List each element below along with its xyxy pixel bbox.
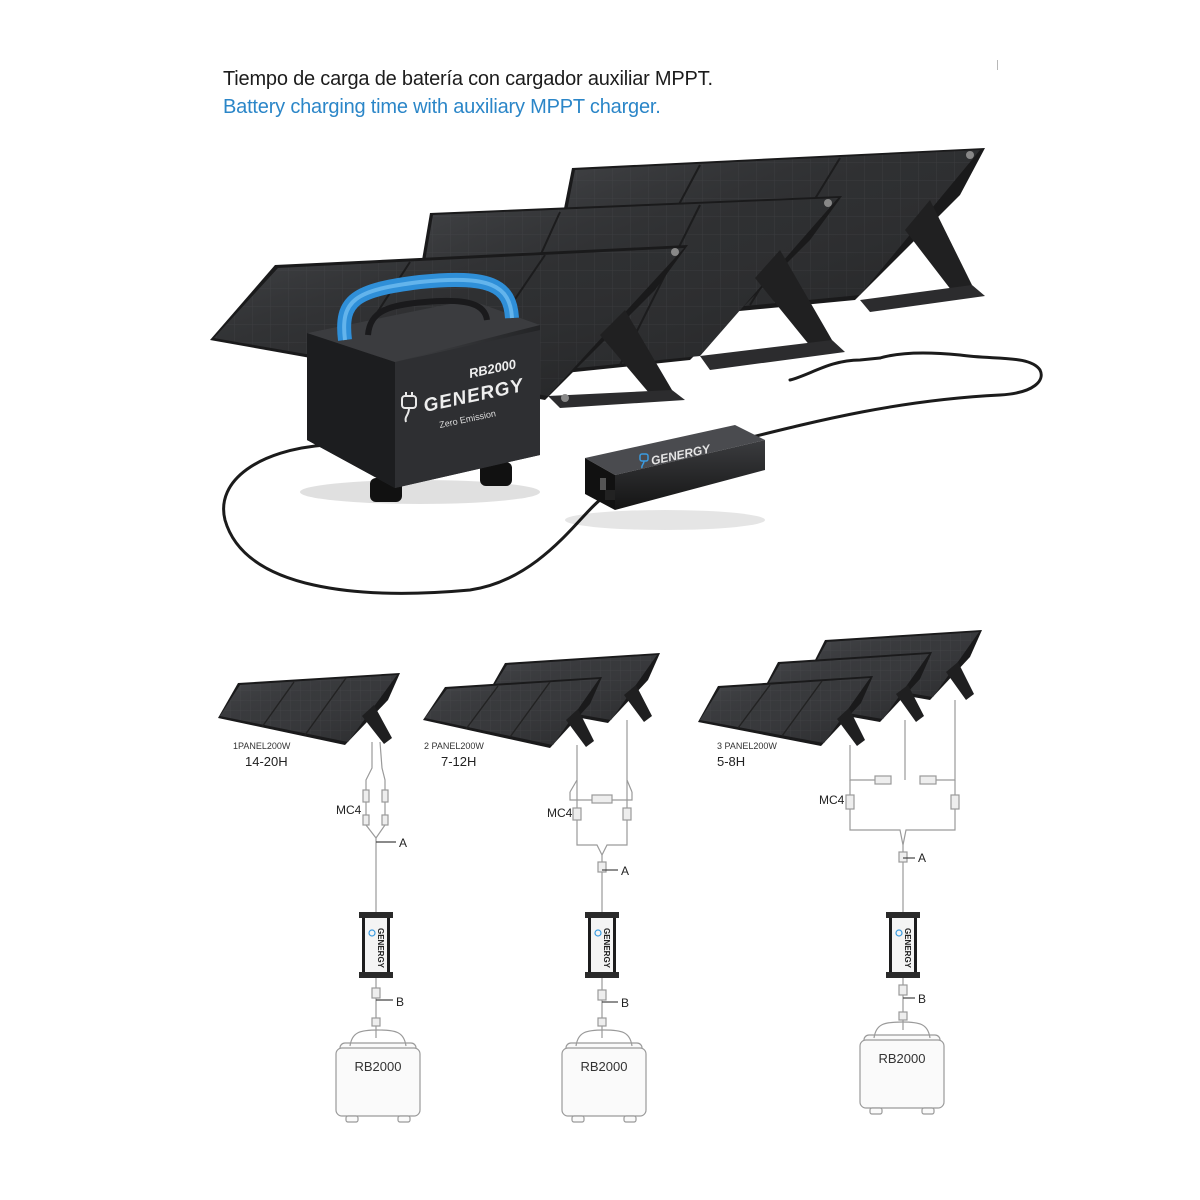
config-2-wiring <box>569 720 633 1038</box>
config-2-station-label: RB2000 <box>580 1059 628 1074</box>
title-spanish: Tiempo de carga de batería con cargador … <box>223 68 713 90</box>
power-station-icon <box>300 272 540 504</box>
controller-brand-small: GENERGY <box>376 928 385 969</box>
plug-logo-icon <box>401 392 417 423</box>
config-1-panel-label: 1PANEL200W <box>233 741 291 751</box>
config-3-station <box>859 1021 945 1115</box>
config-3-controller: GENERGY <box>886 912 920 978</box>
config-2-panels <box>423 653 660 748</box>
config-3-cable-b-label: B <box>918 992 927 1006</box>
config-1-connector-label: MC4 <box>336 803 362 817</box>
config-1-wiring <box>362 741 396 1038</box>
config-2-panel-label: 2 PANEL200W <box>424 741 484 751</box>
config-3-wiring <box>845 700 960 1030</box>
config-2-time: 7-12H <box>441 754 477 769</box>
config-2-connector-label: MC4 <box>547 806 573 820</box>
controller-brand-small: GENERGY <box>903 928 912 969</box>
config-1-station <box>335 1029 421 1123</box>
config-3-station-label: RB2000 <box>878 1051 926 1066</box>
config-3-panel-label: 3 PANEL200W <box>717 741 777 751</box>
config-3-time: 5-8H <box>717 754 746 769</box>
config-3-connector-label: MC4 <box>819 793 845 807</box>
config-2-cable-b-label: B <box>621 996 630 1010</box>
config-1-station-label: RB2000 <box>354 1059 402 1074</box>
config-2-controller: GENERGY <box>585 912 619 978</box>
hero-cables <box>222 351 1043 595</box>
config-2-station <box>561 1029 647 1123</box>
config-1-panels <box>218 673 400 745</box>
crop-mark <box>997 60 998 70</box>
title-english: Battery charging time with auxiliary MPP… <box>223 96 661 118</box>
config-2-cable-a-label: A <box>621 864 630 878</box>
config-1-time: 14-20H <box>245 754 288 769</box>
config-1-controller: GENERGY <box>359 912 393 978</box>
controller-brand-small: GENERGY <box>602 928 611 969</box>
config-1-cable-a-label: A <box>399 836 408 850</box>
config-1-cable-b-label: B <box>396 995 405 1009</box>
config-3-panels <box>698 630 982 746</box>
mppt-controller-icon: GENERGY <box>565 425 765 530</box>
config-3-cable-a-label: A <box>918 851 927 865</box>
